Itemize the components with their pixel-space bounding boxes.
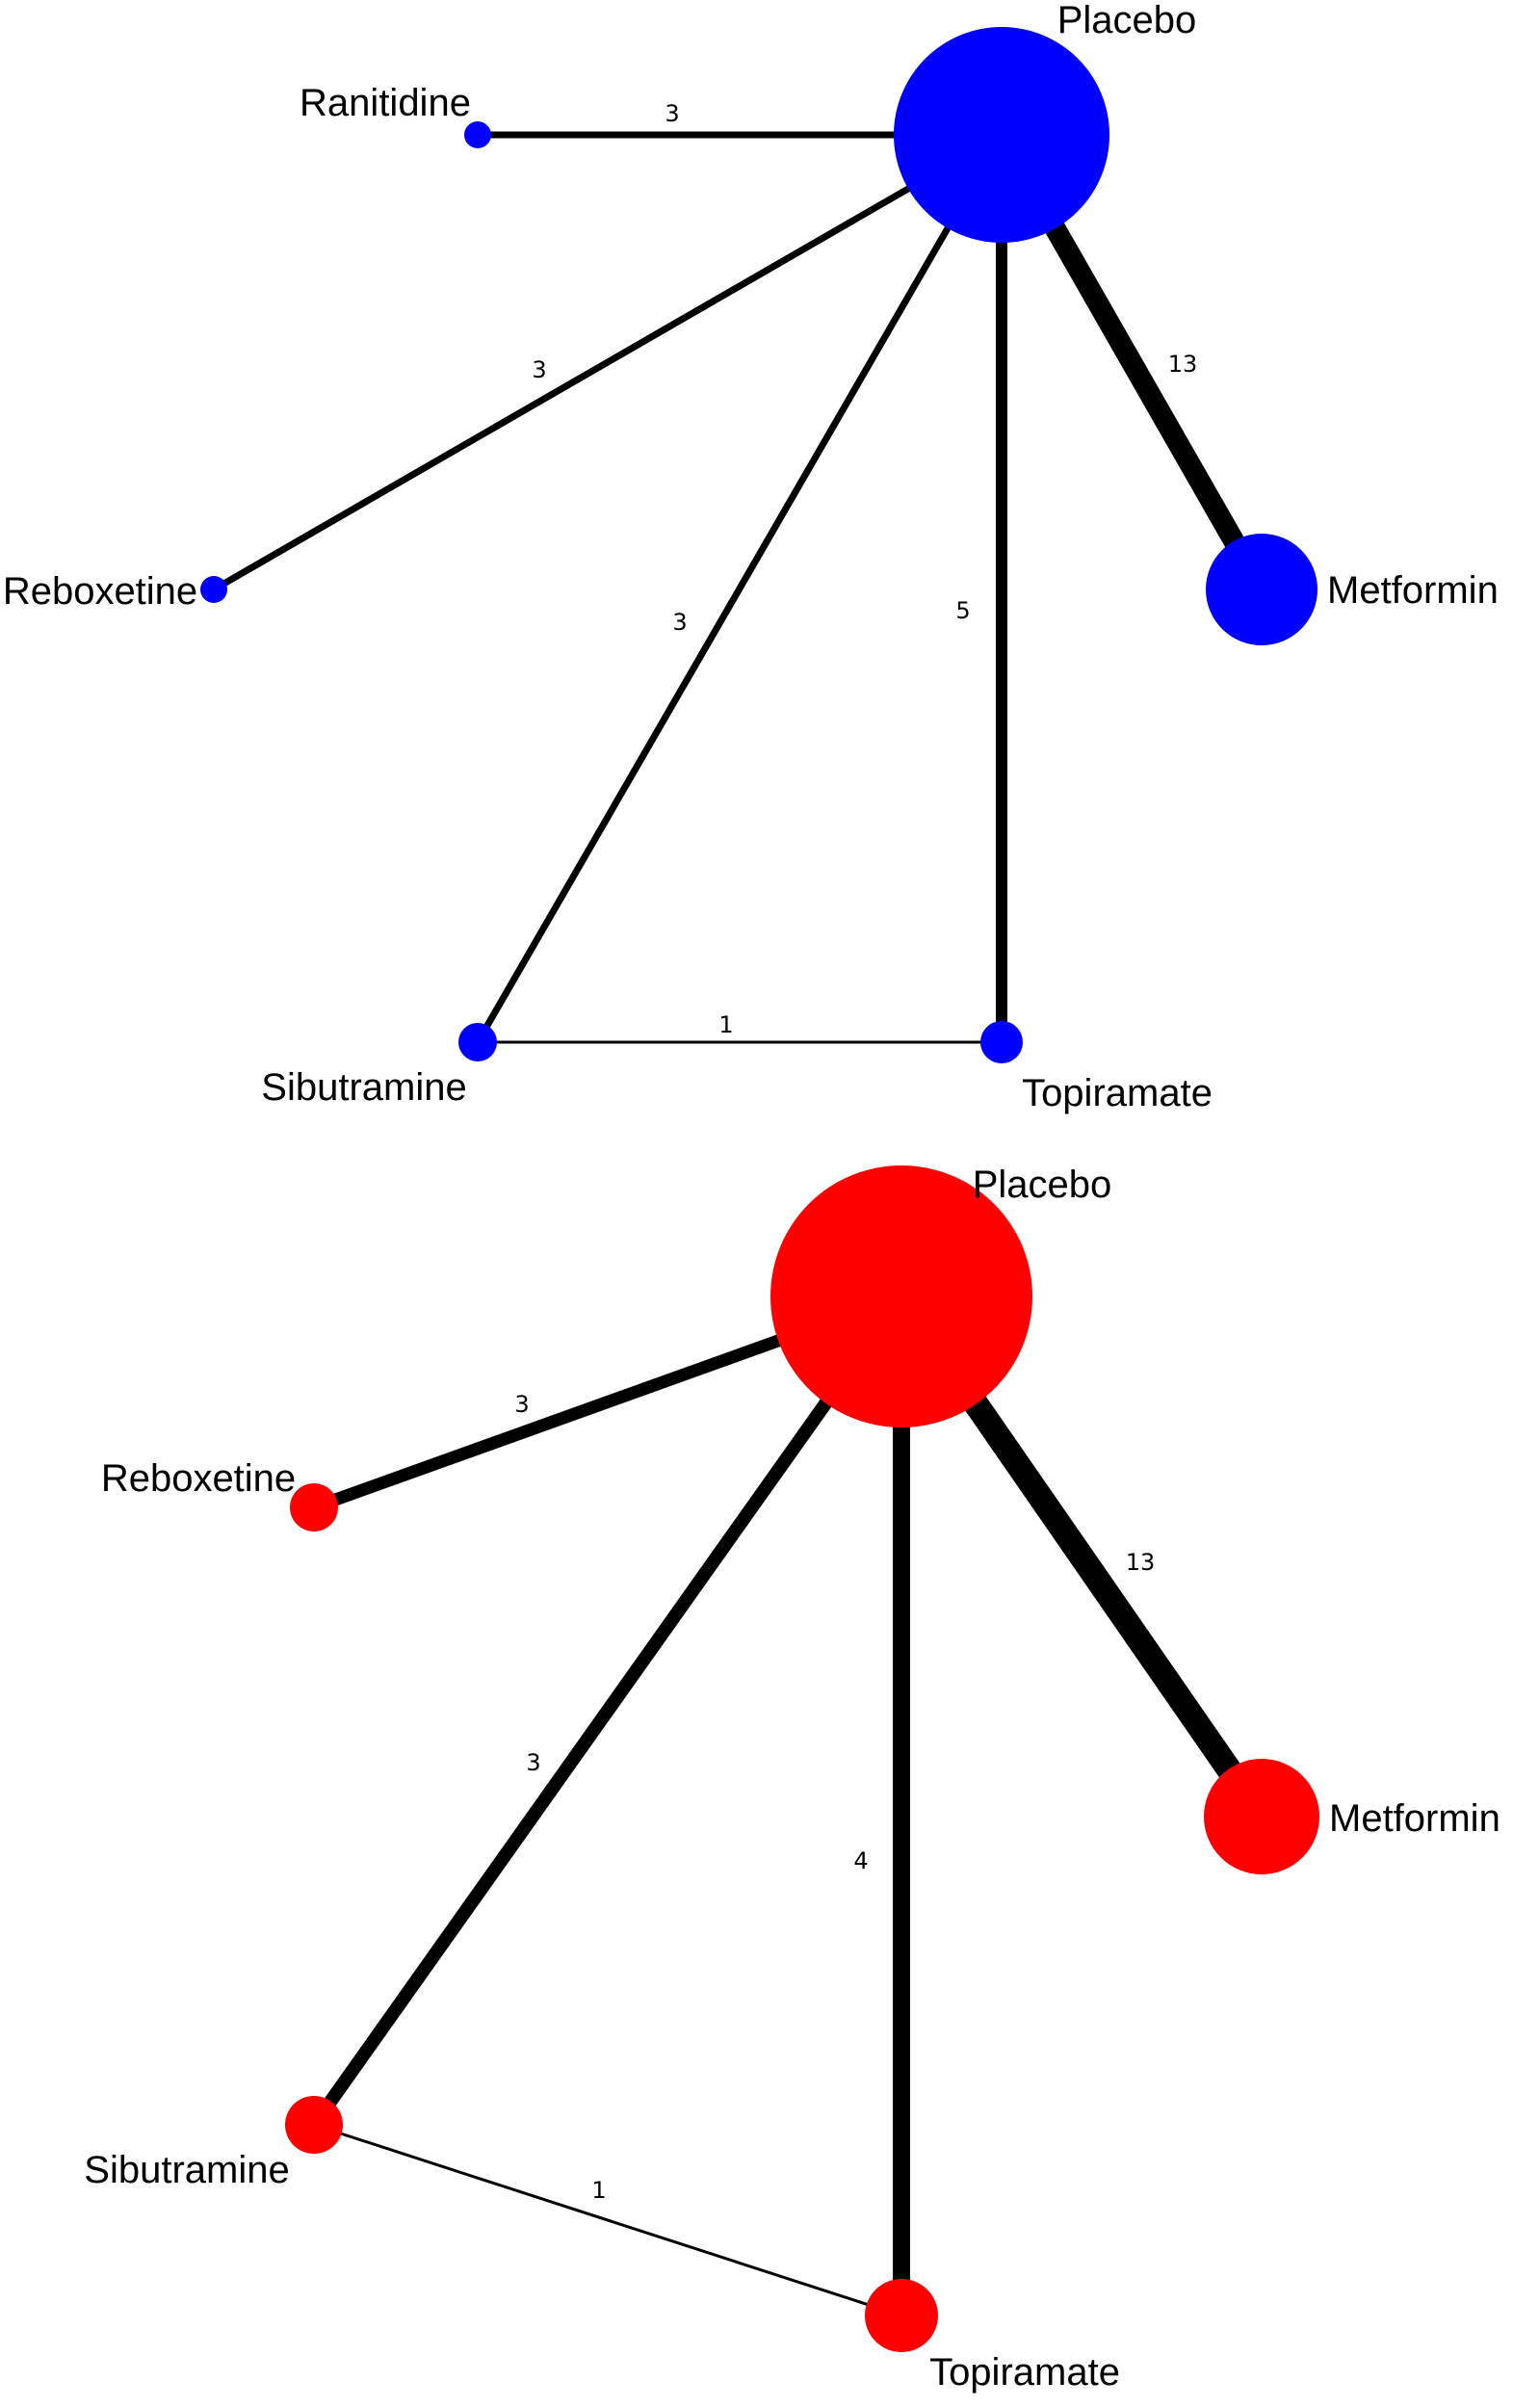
node-placebo [894,27,1109,243]
node-label-topiramate: Topiramate [929,2351,1120,2394]
node-label-reboxetine: Reboxetine [3,570,197,613]
edge-label-placebo-metformin: 13 [1168,351,1198,378]
node-sibutramine [285,2096,343,2154]
edge-label-placebo-topiramate: 5 [955,597,970,624]
node-reboxetine [290,1483,338,1531]
node-label-metformin: Metformin [1329,1797,1500,1840]
node-label-sibutramine: Sibutramine [261,1066,466,1109]
edge-label-placebo-ranitidine: 3 [665,100,679,127]
node-reboxetine [200,576,227,603]
edge-placebo-sibutramine [474,133,1005,1044]
node-topiramate [865,2279,938,2352]
node-label-placebo: Placebo [1057,0,1197,41]
nodes-layer: PlaceboReboxetineMetforminSibutramineTop… [84,1164,1500,2394]
node-label-ranitidine: Ranitidine [300,82,471,124]
edge-label-placebo-sibutramine: 3 [526,1749,540,1776]
edge-label-sibutramine-topiramate: 1 [591,2177,606,2204]
edge-placebo-sibutramine [308,1292,907,2130]
node-sibutramine [458,1023,497,1061]
node-label-metformin: Metformin [1327,569,1499,612]
node-label-topiramate: Topiramate [1022,1072,1213,1114]
edge-label-placebo-reboxetine: 3 [532,356,546,383]
edge-label-placebo-topiramate: 4 [853,1847,868,1874]
node-label-reboxetine: Reboxetine [101,1457,296,1500]
edge-label-placebo-reboxetine: 3 [514,1391,529,1418]
node-topiramate [980,1021,1023,1063]
edges-layer: 3 3 3 5 13 1 [212,100,1271,1044]
node-metformin [1204,1759,1319,1874]
edge-label-placebo-metformin: 13 [1126,1549,1156,1576]
node-ranitidine [464,121,491,148]
edge-label-placebo-sibutramine: 3 [672,609,687,636]
node-metformin [1206,534,1317,645]
edges-layer: 3 3 4 13 1 [308,1289,1272,2317]
network-bottom: 334131PlaceboReboxetineMetforminSibutram… [84,1164,1500,2394]
edge-placebo-reboxetine [212,131,1004,593]
node-label-placebo: Placebo [973,1164,1112,1206]
edge-label-sibutramine-topiramate: 1 [718,1011,733,1038]
node-label-sibutramine: Sibutramine [84,2149,289,2191]
edge-sibutramine-topiramate [313,2123,902,2317]
node-placebo [770,1165,1032,1427]
